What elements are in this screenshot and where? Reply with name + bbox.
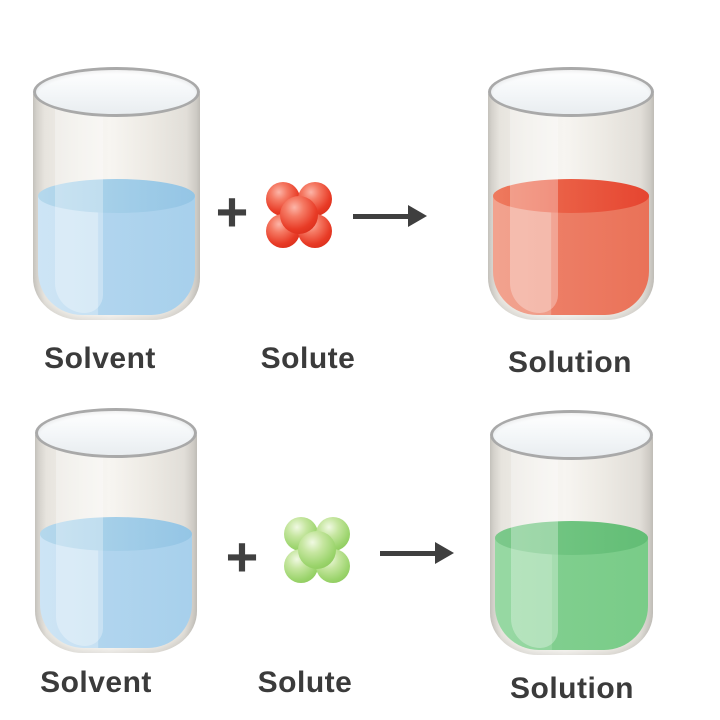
right-arrow-icon <box>353 205 427 227</box>
glass-highlight <box>56 434 104 646</box>
beaker-solvent-row1 <box>33 67 200 320</box>
glass-highlight <box>509 93 558 313</box>
glass-highlight <box>511 436 559 648</box>
molecule-sphere <box>280 196 318 234</box>
beaker-rim <box>488 67 654 117</box>
solute-molecule-green-icon <box>284 517 350 583</box>
beaker-rim <box>33 67 200 117</box>
solution-label-row2: Solution <box>510 672 634 705</box>
solvent-liquid-blue <box>38 179 195 315</box>
solvent-label-row2: Solvent <box>40 666 152 699</box>
glass-highlight <box>54 93 104 313</box>
beaker-solution-row1 <box>488 67 654 320</box>
plus-icon: + <box>215 180 249 243</box>
solution-label-row1: Solution <box>508 346 632 379</box>
beaker-solution-row2 <box>490 410 653 655</box>
solution-liquid-red <box>493 179 649 315</box>
beaker-rim <box>490 410 653 460</box>
solvent-liquid-blue <box>40 517 192 648</box>
molecule-sphere <box>298 531 336 569</box>
solute-molecule-red-icon <box>266 182 332 248</box>
beaker-solvent-row2 <box>35 408 197 653</box>
right-arrow-icon <box>380 542 454 564</box>
plus-icon: + <box>225 525 259 588</box>
beaker-rim <box>35 408 197 458</box>
solute-label-row1: Solute <box>260 342 356 375</box>
solvent-label-row1: Solvent <box>44 342 156 375</box>
solute-label-row2: Solute <box>257 666 353 699</box>
solution-liquid-green <box>495 521 648 650</box>
